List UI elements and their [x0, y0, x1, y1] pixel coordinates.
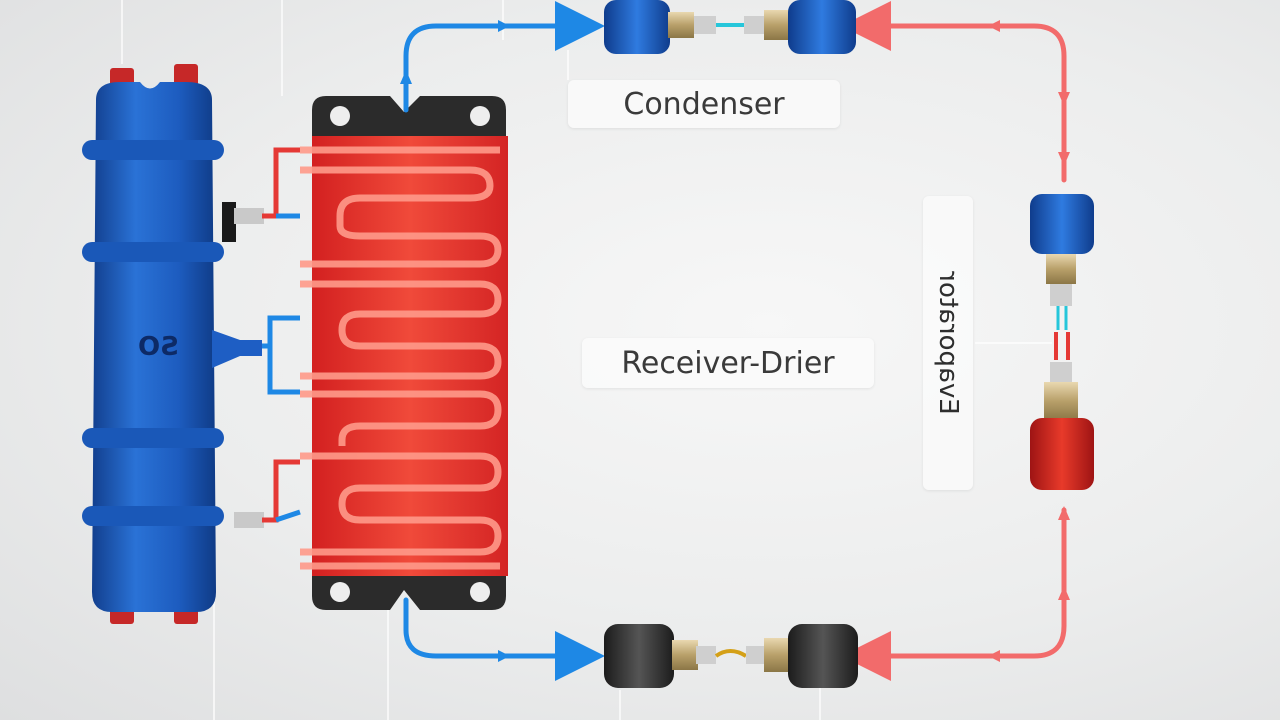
refrigerant-lines	[403, 1, 1067, 681]
condenser-coil	[300, 96, 508, 610]
top-coupling	[604, 0, 856, 54]
receiver-drier-label-text: Receiver-Drier	[621, 345, 835, 381]
hot-line-bottom	[841, 507, 1067, 681]
inter-pipes	[262, 147, 301, 523]
vertical-mirrored-label-text: Evaporator	[933, 271, 964, 415]
hot-line-top	[841, 1, 1067, 183]
condenser-label-text: Condenser	[623, 86, 785, 122]
cold-line-top	[403, 1, 605, 113]
vertical-mirrored-label: Evaporator	[923, 196, 973, 490]
compressor-marking: SO	[138, 332, 179, 362]
compressor-tank	[82, 64, 264, 624]
receiver-drier-label: Receiver-Drier	[582, 338, 874, 388]
bottom-coupling	[604, 624, 858, 688]
condenser-label: Condenser	[568, 80, 840, 128]
right-valve	[1030, 194, 1094, 490]
flow-arrows	[400, 20, 1070, 662]
cold-line-bottom	[403, 597, 605, 681]
